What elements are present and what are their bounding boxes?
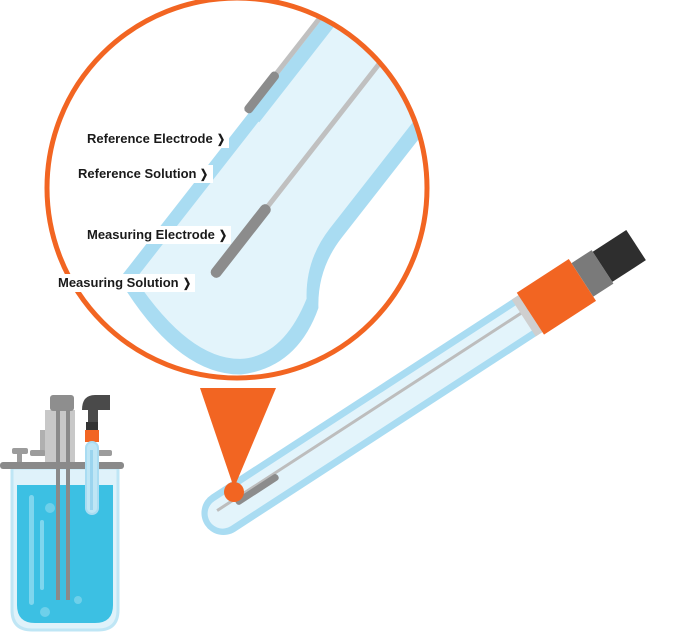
magnifier-ring [44,0,430,381]
label-text: Reference Electrode [87,131,213,146]
chevron-right-icon: ❯ [182,276,191,290]
ph-probe [201,229,646,536]
callout-pointer [200,388,276,488]
label-text: Measuring Electrode [87,227,215,242]
label-reference-solution: Reference Solution❯ [75,165,213,183]
chevron-right-icon: ❯ [216,132,225,146]
callout-dot [224,482,244,502]
label-text: Measuring Solution [58,275,179,290]
chevron-right-icon: ❯ [200,167,209,181]
label-measuring-electrode: Measuring Electrode❯ [84,226,231,244]
label-text: Reference Solution [78,166,197,181]
label-measuring-solution: Measuring Solution❯ [55,274,195,292]
chevron-right-icon: ❯ [218,228,227,242]
bioreactor-vessel [0,395,124,632]
label-reference-electrode: Reference Electrode❯ [84,130,229,148]
